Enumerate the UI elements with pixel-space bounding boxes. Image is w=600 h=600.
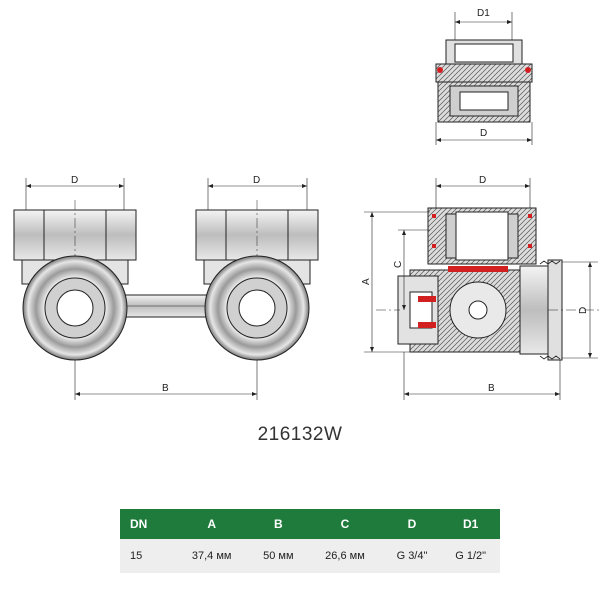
spec-table: DN A B C D D1 15 37,4 мм 50 мм 26,6 мм G… xyxy=(120,509,500,573)
label-c: C xyxy=(393,261,404,268)
label-d-nut: D xyxy=(480,128,487,139)
label-d-front-left: D xyxy=(71,175,78,186)
front-view xyxy=(13,178,319,400)
cell-a: 37,4 мм xyxy=(174,539,250,573)
cell-b: 50 мм xyxy=(249,539,308,573)
technical-drawing: D1 D xyxy=(13,8,600,400)
header-b: B xyxy=(249,509,308,539)
label-d-section-top: D xyxy=(479,175,486,186)
cell-d1: G 1/2" xyxy=(441,539,500,573)
cell-c: 26,6 мм xyxy=(307,539,383,573)
label-d-front-right: D xyxy=(253,175,260,186)
label-d1: D1 xyxy=(477,8,490,19)
model-number: 216132W xyxy=(257,424,343,445)
header-d1: D1 xyxy=(441,509,500,539)
label-d-section-right: D xyxy=(578,307,589,314)
header-dn: DN xyxy=(120,509,174,539)
header-d: D xyxy=(382,509,442,539)
table-row: 15 37,4 мм 50 мм 26,6 мм G 3/4" G 1/2" xyxy=(120,539,500,573)
spec-table-header: DN A B C D D1 xyxy=(120,509,500,539)
label-b-section: B xyxy=(488,383,495,394)
nut-detail-view xyxy=(435,12,533,145)
section-view xyxy=(364,178,600,400)
header-a: A xyxy=(174,509,250,539)
label-b-front: B xyxy=(162,383,169,394)
header-c: C xyxy=(307,509,383,539)
cell-d: G 3/4" xyxy=(382,539,442,573)
cell-dn: 15 xyxy=(120,539,174,573)
label-a: A xyxy=(361,278,372,285)
